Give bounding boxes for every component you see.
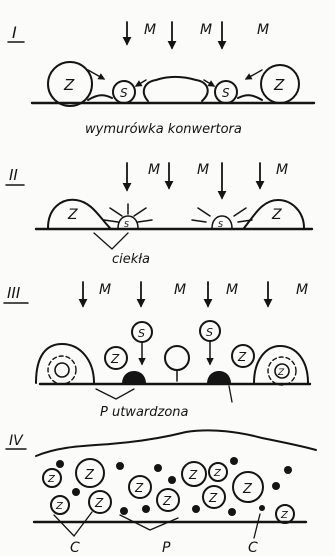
stage-2-caption: ciekła: [112, 252, 150, 267]
grain-z-label: Z: [63, 76, 75, 94]
stage-4-label-p: P: [162, 540, 171, 556]
grain-z-label: Z: [134, 481, 144, 495]
stage-1-label-m: M: [257, 22, 269, 38]
stage-3-label-m: M: [296, 282, 308, 298]
solid-particle: [142, 505, 150, 513]
stage-4-leader-c-right: [254, 514, 260, 538]
grain-s-label: S: [218, 220, 223, 229]
grain-s-label: S: [124, 220, 129, 229]
stage-2-label-m: M: [276, 162, 288, 178]
stage-3-leader-lines: [96, 389, 134, 399]
grain-z-label: Z: [47, 474, 56, 485]
stage-4-leader-c-left: [54, 512, 92, 536]
stage-3-particle-right: Z: [254, 346, 308, 385]
stage-1-label-m: M: [144, 22, 156, 38]
stage-2-force-arrows: [127, 163, 260, 198]
hardened-bump: [207, 371, 231, 384]
stage-4-label-c: C: [248, 540, 258, 556]
stage-1-neck-left: [88, 95, 112, 100]
stage-1-motion-arrows: [88, 70, 262, 86]
stage-2-roman-numeral: II: [9, 166, 18, 184]
grain-z-label: Z: [273, 76, 285, 94]
solid-particle: [154, 464, 162, 472]
solid-particle: [56, 460, 64, 468]
grain-z-label: Z: [280, 510, 289, 521]
stage-3-label-m: M: [99, 282, 111, 298]
grain-z-label: Z: [237, 350, 247, 364]
stage-1-neck-right: [238, 95, 262, 100]
stage-2-label-m: M: [148, 162, 160, 178]
solid-particle: [230, 457, 238, 465]
solid-particle: [72, 488, 80, 496]
stage-3-caption: P utwardzona: [100, 405, 189, 420]
radiating-ray: [234, 208, 246, 216]
grain-z-label: Z: [84, 468, 95, 483]
stage-1-roman-numeral: I: [12, 23, 17, 42]
stage-4-label-c: C: [70, 540, 80, 556]
grain-dashed-ring: [48, 356, 76, 384]
grain-z-label: Z: [271, 207, 282, 223]
grain-z-label: Z: [242, 482, 253, 497]
stage-1-label-m: M: [200, 22, 212, 38]
solid-particle: [116, 462, 124, 470]
stage-4-roman-numeral: IV: [9, 433, 24, 449]
radiating-ray: [134, 208, 146, 216]
grain-core: [55, 363, 69, 377]
grain-z-label: Z: [55, 501, 64, 512]
stage-3-label-m: M: [174, 282, 186, 298]
solid-particle: [120, 507, 128, 515]
hardened-bump: [122, 371, 146, 384]
solid-particle: [259, 505, 265, 511]
grain-s-label: S: [206, 326, 213, 339]
grain-empty: [165, 346, 189, 370]
solid-particle: [168, 476, 176, 484]
motion-arrow: [136, 80, 146, 86]
radiating-ray: [198, 208, 210, 216]
stage-1: I M M M Z S S Z: [8, 22, 314, 137]
radiating-ray: [104, 220, 118, 222]
grain-s-label: S: [222, 86, 230, 100]
stage-3-pointer: [229, 386, 232, 402]
solid-particle: [284, 466, 292, 474]
motion-arrow: [246, 70, 262, 79]
stage-2-leader-lines: [94, 233, 128, 249]
grain-z-label: Z: [277, 368, 285, 378]
grain-z-label: Z: [110, 352, 120, 366]
solid-particle: [192, 505, 200, 513]
stage-1-bridging-meniscus: [144, 77, 208, 101]
stage-3: III M M M M M Z: [4, 282, 310, 420]
stage-2-melting-point-left: S: [104, 204, 152, 229]
grain-s-label: S: [138, 327, 145, 340]
solid-particle: [272, 482, 280, 490]
radiating-ray: [138, 220, 152, 222]
radiating-ray: [192, 220, 206, 222]
grain-z-label: Z: [162, 494, 172, 508]
grain-z-label: Z: [94, 496, 104, 510]
grain-z-label: Z: [213, 468, 222, 479]
stage-4: IV Z Z Z Z Z Z Z Z: [6, 430, 316, 556]
radiating-ray: [110, 208, 122, 216]
grain-z-label: Z: [67, 207, 78, 223]
grain-z-label: Z: [208, 491, 218, 505]
grain-z-label: Z: [188, 468, 198, 482]
stage-3-roman-numeral: III: [7, 284, 21, 302]
grain-s-label: S: [120, 86, 128, 100]
stage-1-caption: wymurówka konwertora: [85, 122, 242, 137]
stage-4-top-surface: [36, 430, 316, 456]
stage-2: II M M M M Z Z S: [6, 162, 312, 267]
stage-4-grains: Z Z Z Z Z Z Z Z Z Z Z: [43, 459, 294, 523]
stage-2-liquid-edge-left: [48, 200, 110, 228]
solid-particle: [228, 508, 236, 516]
stage-2-melting-point-right: S: [192, 208, 252, 229]
stage-3-label-m: M: [226, 282, 238, 298]
stage-3-particle-left: [36, 344, 94, 384]
